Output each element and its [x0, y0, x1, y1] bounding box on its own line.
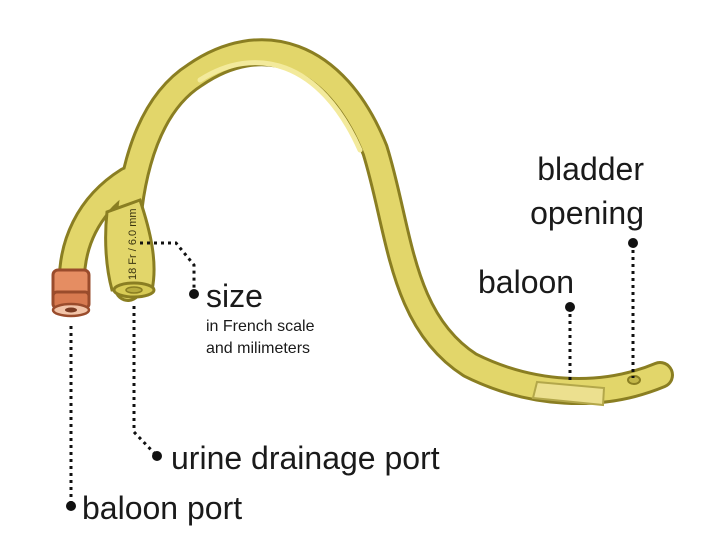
urine-drainage-leader [132, 306, 159, 458]
urine-drainage-port-label: urine drainage port [171, 440, 440, 476]
balloon-band [531, 380, 606, 407]
leader-dots [66, 238, 638, 511]
size-leader [140, 241, 196, 294]
tube-highlight [197, 60, 363, 153]
bladder-opening-label-line2: opening [530, 195, 644, 231]
size-sublabel-line2: and milimeters [206, 340, 311, 357]
bladder-opening-label-line1: bladder [537, 151, 644, 187]
size-marking-text: 18 Fr / 6.0 mm [127, 208, 139, 280]
baloon-label: baloon [478, 264, 575, 300]
leader-lines [69, 241, 635, 506]
balloon-port-cap [51, 268, 91, 318]
size-label: size [206, 278, 263, 314]
size-sublabel-line1: in French scale [206, 318, 315, 335]
baloon-port-label: baloon port [82, 490, 243, 526]
